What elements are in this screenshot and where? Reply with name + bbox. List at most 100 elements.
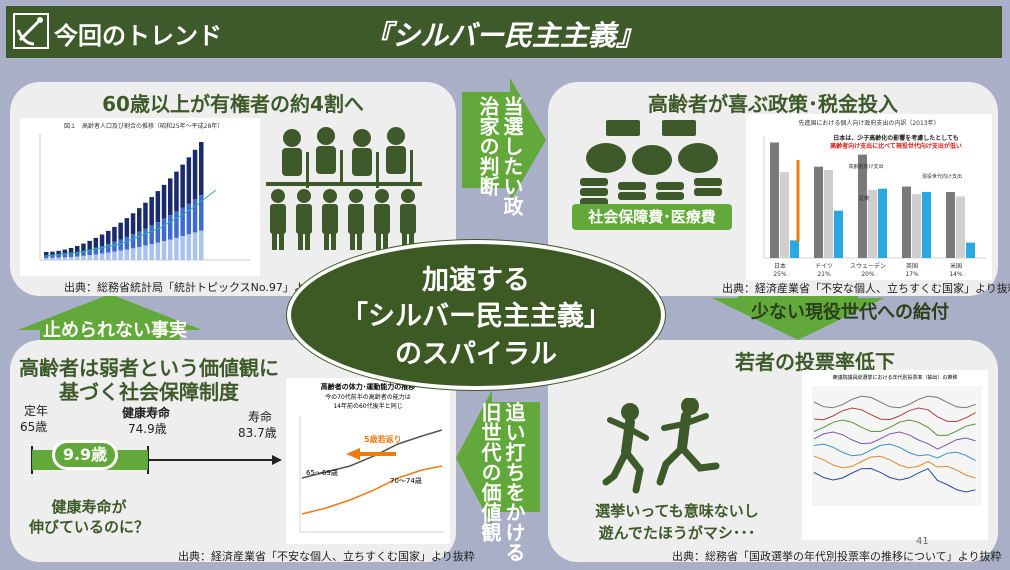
playing-youth-icon <box>602 398 720 494</box>
pop-bar-mid <box>62 254 68 258</box>
question-line1: 健康寿命が <box>51 498 127 516</box>
pop-bar-low <box>161 241 167 260</box>
spend-bar-elder <box>946 192 955 258</box>
youth-quote-line1: 選挙いっても意味ないし <box>595 502 759 520</box>
population-chart-title: 図１ 高齢者人口及び割合の推移（昭和25年〜平成28年） <box>64 123 224 130</box>
spend-aging-label: 25% <box>773 271 787 278</box>
pop-bar-low <box>87 255 92 260</box>
pop-bar-top <box>143 202 148 229</box>
spend-bar-medical <box>912 194 921 258</box>
question-line2: 伸びているのに？ <box>28 518 149 536</box>
spend-aging-label: 20% <box>861 271 875 278</box>
vote-series-line <box>813 419 976 436</box>
fitness-chart-sub2: 14年前の60代後半と同じ <box>333 403 403 410</box>
source-welfare: 出典：経済産業省「不安な個人、立ちすくむ国家」より抜粋 <box>178 550 475 563</box>
page-number: 41 <box>916 536 929 547</box>
pop-bar-top <box>168 178 173 216</box>
pop-bar-mid <box>155 222 161 243</box>
pop-bar-mid <box>99 245 105 254</box>
header-label: 今回のトレンド <box>54 22 222 50</box>
pop-bar-top <box>75 245 80 253</box>
vote-series-line <box>813 443 976 462</box>
piggy-bank-money-icon <box>580 120 722 206</box>
pop-bar-top <box>124 218 130 237</box>
pop-bar-top <box>186 157 192 204</box>
value-lifespan: 83.7歳 <box>238 426 277 440</box>
fitness-badge: 5歳若返り <box>364 435 402 444</box>
pop-bar-mid <box>124 236 130 250</box>
pop-bar-mid <box>130 234 136 249</box>
pop-bar-top <box>118 222 123 240</box>
pop-bar-low <box>149 244 154 260</box>
pop-bar-low <box>199 230 204 260</box>
spend-young-label: 現役世代向け支出 <box>922 173 962 180</box>
pop-bar-mid <box>161 218 167 242</box>
spend-bar-elder <box>814 166 823 258</box>
pop-bar-low <box>137 247 142 260</box>
arrow-right-label: 少ない現役世代への給付 <box>751 302 949 323</box>
satellite-dish-icon <box>13 13 49 49</box>
spend-bar-medical <box>824 170 833 258</box>
pop-bar-low <box>130 248 136 260</box>
spend-country-label: 米国 <box>950 262 962 270</box>
pop-bar-low <box>155 242 161 260</box>
pop-bar-low <box>44 258 49 260</box>
pop-bar-mid <box>186 203 192 235</box>
pop-bar-low <box>62 257 68 260</box>
pop-bar-mid <box>168 215 173 240</box>
pop-bar-top <box>130 213 136 235</box>
fitness-line-b-label: 70〜74歳 <box>390 477 422 485</box>
source-voters: 出典：総務省統計局「統計トピックスNo.97」より抜粋 <box>64 281 338 294</box>
pop-bar-top <box>112 226 117 242</box>
pop-bar-top <box>106 230 111 244</box>
pop-bar-mid <box>75 252 80 257</box>
spend-bar-young <box>966 242 975 258</box>
pop-bar-top <box>93 237 99 248</box>
page-title: 『シルバー民主主義』 <box>363 19 644 52</box>
pop-bar-mid <box>118 239 123 251</box>
spend-country-label: ドイツ <box>815 263 833 270</box>
pop-bar-top <box>87 240 92 250</box>
spend-country-label: スウェーデン <box>850 262 886 270</box>
spend-bar-elder <box>902 186 911 258</box>
pop-bar-low <box>192 232 198 260</box>
pop-bar-low <box>68 256 74 260</box>
pop-bar-top <box>180 164 185 208</box>
arrow-bottom-label: 追い打ちをかける旧世代の価値観 <box>478 402 526 562</box>
pop-bar-top <box>174 171 179 212</box>
panel-welfare-title2: 基づく社会保障制度 <box>59 380 239 404</box>
pop-bar-mid <box>44 255 49 258</box>
arrow-left-label: 止められない事実 <box>43 320 187 341</box>
spend-bar-young <box>790 240 799 258</box>
arrow-bottom <box>456 390 540 526</box>
pop-bar-mid <box>81 250 86 256</box>
spend-bar-medical <box>956 196 965 258</box>
pop-bar-top <box>56 250 61 255</box>
youth-quote-line2: 遊んでたほうがマシ･･･ <box>598 524 756 542</box>
spend-note1: 日本は、少子高齢化の影響を考慮したとしても <box>833 134 959 142</box>
pop-bar-mid <box>93 247 99 255</box>
pop-bar-low <box>56 257 61 260</box>
pop-bar-low <box>81 255 86 260</box>
pop-bar-mid <box>199 195 204 231</box>
pop-bar-top <box>44 252 49 256</box>
spend-bar-elder <box>858 154 867 258</box>
pop-bar-mid <box>174 211 179 238</box>
arrow-top-label: 当選したい政治家の判断 <box>476 96 524 216</box>
label-lifespan: 寿命 <box>248 410 273 424</box>
fitness-line-a-label: 65〜69歳 <box>306 469 338 477</box>
healthy-gap-badge: 9.9歳 <box>52 440 118 470</box>
label-retirement: 定年 <box>24 404 49 418</box>
pop-bar-mid <box>180 207 185 237</box>
pop-bar-top <box>99 234 105 246</box>
value-retirement-age: 65歳 <box>20 420 48 434</box>
elderly-people-icon <box>266 127 422 250</box>
pop-bar-top <box>81 243 86 251</box>
pop-bar-mid <box>50 255 55 258</box>
pop-bar-mid <box>68 253 74 257</box>
arrow-right <box>712 284 884 340</box>
pop-bar-top <box>68 247 74 254</box>
source-policy: 出典：経済産業省「不安な個人、立ちすくむ国家」より抜粋 <box>722 282 1010 295</box>
population-chart: 図１ 高齢者人口及び割合の推移（昭和25年〜平成28年） <box>20 118 260 276</box>
